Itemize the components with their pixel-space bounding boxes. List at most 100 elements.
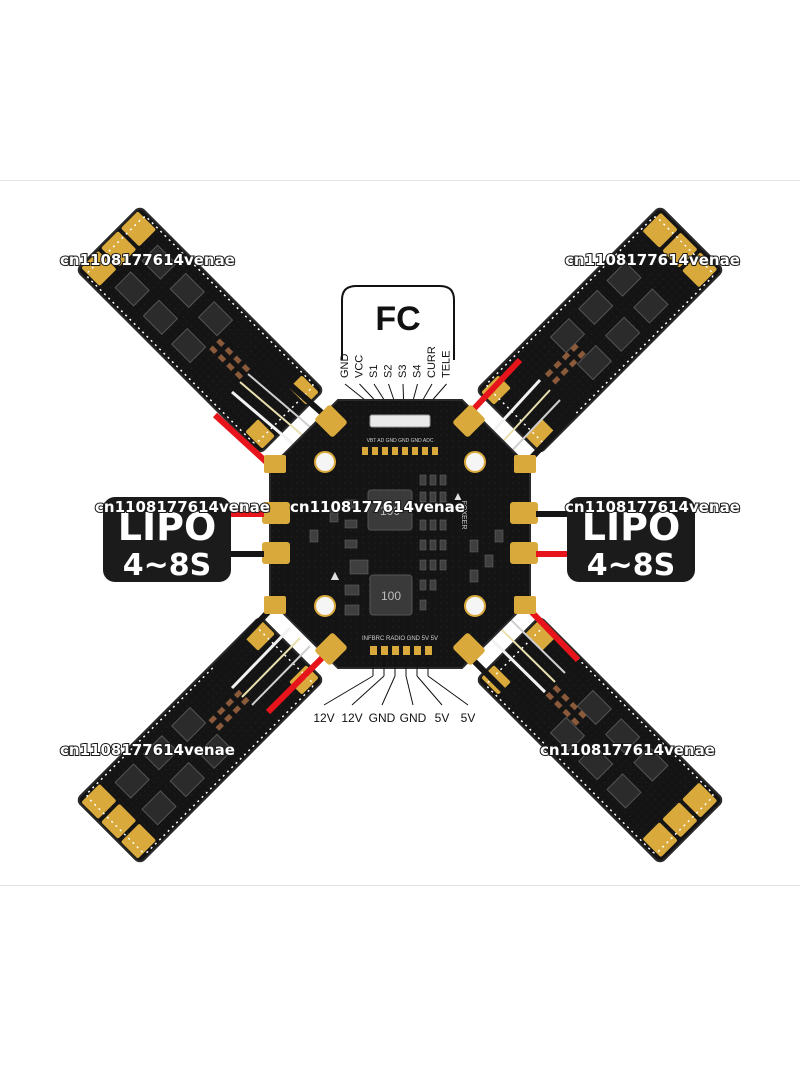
- esc-board-bottom-right: [477, 617, 723, 863]
- smd-resistor: [225, 698, 234, 707]
- dotted-outline: [86, 216, 314, 444]
- smd-component: [419, 559, 427, 571]
- brand-silkscreen: FOXEER: [460, 501, 467, 530]
- esc-pcb-texture: [478, 618, 722, 862]
- watermark-7: cn1108177614venae: [540, 741, 715, 759]
- bottom-power-pads: [370, 646, 432, 655]
- mosfet: [576, 344, 613, 381]
- smd-component: [494, 529, 504, 543]
- esc-pcb-texture: [478, 208, 722, 452]
- smd-resistor: [578, 710, 587, 719]
- inductor-top: [367, 489, 413, 531]
- smd-component: [344, 604, 360, 616]
- signal-pad: [382, 447, 388, 455]
- smd-component: [419, 474, 427, 486]
- mosfet: [141, 244, 177, 280]
- mosfet: [114, 763, 150, 799]
- esc-board-top-left: [77, 207, 323, 453]
- fc-connector: [369, 414, 431, 428]
- smd-component: [484, 554, 494, 568]
- smd-component: [469, 569, 479, 583]
- watermark-4: cn1108177614venae: [290, 498, 465, 516]
- power-pin-0: 12V: [313, 711, 334, 725]
- smd-component: [439, 491, 447, 503]
- power-pad: [392, 646, 399, 655]
- smd-resistor: [571, 717, 580, 726]
- signal-pad: [362, 447, 368, 455]
- smd-component: [329, 509, 339, 523]
- motor-pad: [682, 253, 717, 287]
- power-pad: [425, 646, 432, 655]
- smd-component: [419, 599, 427, 611]
- smd-component: [439, 539, 447, 551]
- smd-resistor: [544, 368, 554, 378]
- mosfet: [633, 746, 669, 782]
- esc-board-bottom-left: [77, 617, 323, 863]
- watermark-2: cn1108177614venae: [565, 251, 740, 269]
- fc-title: FC: [375, 300, 420, 338]
- smd-resistor: [561, 693, 570, 702]
- motor-pad: [101, 231, 136, 266]
- watermarks: cn1108177614venae cn1108177614venae cn11…: [59, 250, 741, 760]
- esc-power-pad: [525, 419, 554, 448]
- smd-resistor: [561, 351, 571, 361]
- mosfet: [197, 301, 234, 337]
- battery-pad-right-negative: [510, 502, 538, 524]
- smd-component: [429, 579, 437, 591]
- lipo-right-line2: 4~8S: [587, 548, 676, 583]
- signal-pad: [412, 447, 418, 455]
- smd-component: [429, 559, 437, 571]
- smd-resistor: [545, 691, 555, 701]
- esc-pad: [264, 455, 286, 473]
- smd-component: [344, 584, 360, 596]
- dotted-outline: [86, 626, 314, 854]
- mosfet: [604, 718, 641, 754]
- smd-component: [349, 559, 369, 575]
- motor-pad: [643, 213, 677, 248]
- smd-component: [439, 519, 447, 531]
- smd-resistor: [233, 689, 243, 699]
- motor-pad: [121, 212, 156, 246]
- smd-resistor: [233, 355, 242, 364]
- mosfet: [606, 261, 642, 297]
- esc-power-pad: [246, 419, 275, 448]
- smd-component: [419, 491, 427, 503]
- motor-pad: [663, 233, 697, 267]
- inductor-top-label: 100: [380, 504, 400, 518]
- lipo-right-line1: LIPO: [582, 505, 681, 549]
- smd-resistor: [226, 362, 235, 372]
- mounting-hole: [314, 595, 336, 617]
- smd-component: [419, 519, 427, 531]
- watermark-6: cn1108177614venae: [60, 741, 235, 759]
- battery-pad-right-positive: [510, 542, 538, 564]
- corner-pad: [453, 633, 485, 665]
- power-pin-3: GND: [400, 711, 427, 725]
- mosfet: [549, 716, 586, 753]
- mosfet: [197, 733, 234, 769]
- power-pin-leader: [351, 675, 385, 706]
- corner-pad: [315, 405, 347, 437]
- smd-resistor: [568, 358, 578, 368]
- smd-component: [419, 579, 427, 591]
- fc-pin-s3: S3: [397, 365, 409, 378]
- mounting-hole: [464, 451, 486, 473]
- power-pin-leader: [381, 675, 396, 706]
- power-pin-leader: [427, 675, 469, 706]
- smd-resistor: [241, 696, 250, 706]
- smd-resistor: [224, 346, 234, 356]
- bottom-silkscreen: INFBRC RADIO GND 5V 5V: [362, 636, 438, 642]
- mosfet: [606, 773, 642, 809]
- smd-resistor: [562, 708, 572, 718]
- power-pad: [414, 646, 421, 655]
- power-pin-leader: [416, 675, 443, 706]
- power-pin-leader: [405, 675, 414, 706]
- smd-component: [344, 499, 358, 509]
- mounting-hole: [314, 451, 336, 473]
- fc-pin-gnd: GND: [339, 354, 351, 379]
- central-pdb-board: VBT AD GND GND GND ADC INFBRC RADIO GND …: [262, 399, 538, 669]
- mosfet: [169, 272, 205, 309]
- smd-resistor: [232, 705, 242, 714]
- smd-component: [429, 474, 437, 486]
